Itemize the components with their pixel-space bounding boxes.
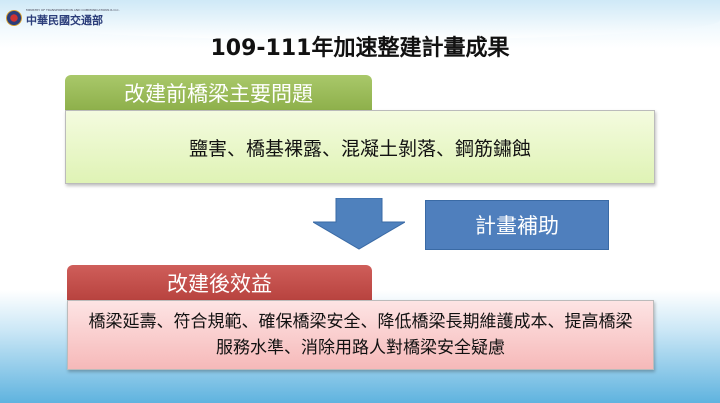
subsidy-label: 計畫補助	[475, 214, 559, 238]
logo-chinese: 中華民國交通部	[26, 14, 103, 27]
before-text: 鹽害、橋基裸露、混凝土剝落、鋼筋鏽蝕	[188, 137, 531, 160]
background-wave-top	[0, 0, 720, 40]
logo-english: MINISTRY OF TRANSPORTATION AND COMMUNICA…	[26, 8, 120, 12]
after-text: 橋梁延壽、符合規範、確保橋梁安全、降低橋梁長期維護成本、提高橋梁服務水準、消除用…	[88, 312, 633, 358]
down-arrow-icon	[313, 198, 405, 250]
ministry-logo: MINISTRY OF TRANSPORTATION AND COMMUNICA…	[6, 8, 120, 28]
before-box: 鹽害、橋基裸露、混凝土剝落、鋼筋鏽蝕	[65, 110, 655, 184]
slide-title: 109-111年加速整建計畫成果	[210, 36, 510, 61]
after-box: 橋梁延壽、符合規範、確保橋梁安全、降低橋梁長期維護成本、提高橋梁服務水準、消除用…	[67, 300, 654, 370]
before-tab: 改建前橋梁主要問題	[65, 75, 372, 110]
seal-icon	[6, 10, 22, 26]
after-tab: 改建後效益	[67, 265, 372, 300]
subsidy-box: 計畫補助	[425, 200, 609, 250]
